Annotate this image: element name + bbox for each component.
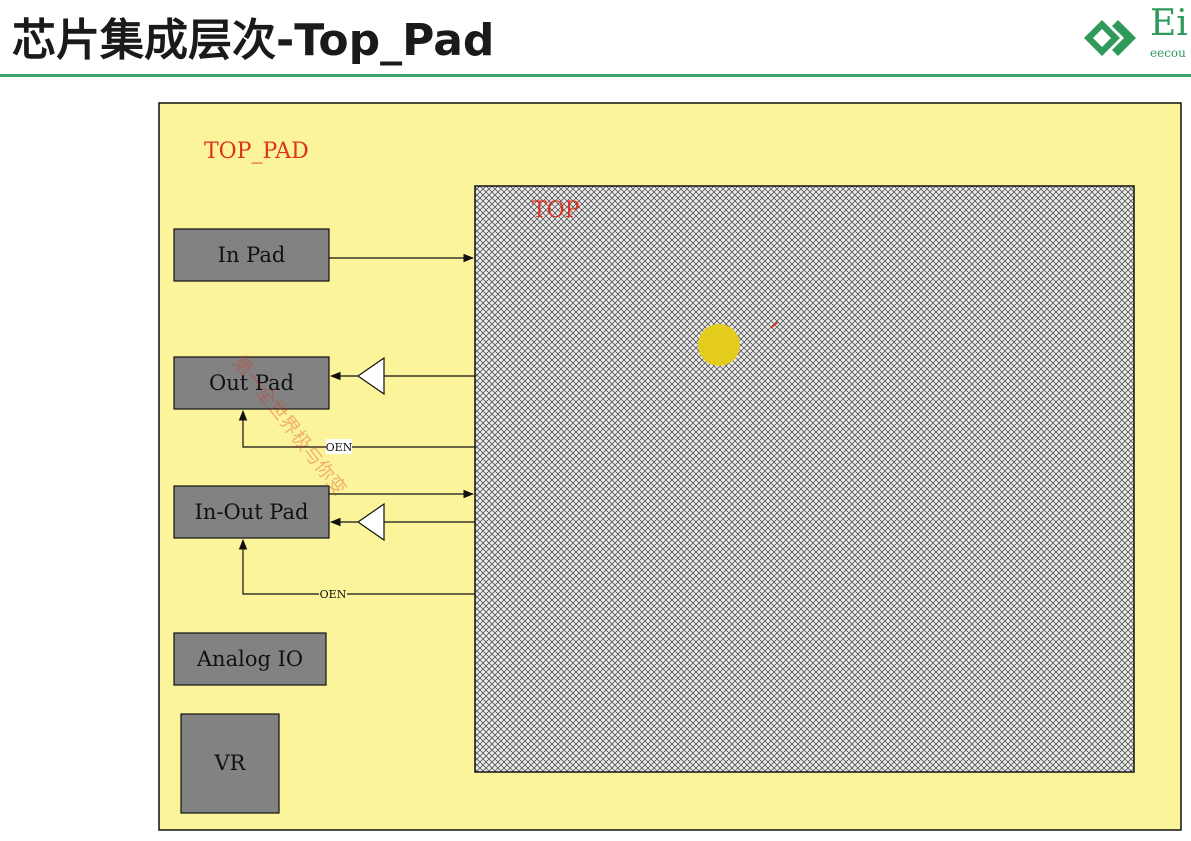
highlight-dot <box>698 324 740 366</box>
vr-block <box>180 713 280 814</box>
company-logo-icon <box>1084 20 1136 56</box>
vr-label: VR <box>214 751 247 775</box>
top-pad-label: TOP_PAD <box>204 139 309 164</box>
oen-label-bg <box>326 439 352 454</box>
analog-io-label: Analog IO <box>196 647 303 671</box>
analog-io-block <box>173 632 327 686</box>
inout-pad-label: In-Out Pad <box>195 500 309 524</box>
in-pad-block <box>173 228 330 282</box>
oen-label-bg <box>319 586 347 601</box>
out-buffer-icon <box>356 356 385 396</box>
inout-pad-block <box>173 485 330 539</box>
slide-title: 芯片集成层次-Top_Pad <box>12 15 495 66</box>
in-pad-label: In Pad <box>218 243 286 267</box>
inout-pad-oen-label: OEN <box>320 588 347 601</box>
inout-pad-oen-line <box>238 538 475 595</box>
out-pad-oen-label: OEN <box>326 441 353 454</box>
title-divider <box>0 74 1191 77</box>
out-pad-oen-line <box>238 409 475 448</box>
out-pad-block <box>173 356 330 410</box>
inout-buffer-icon <box>356 502 385 542</box>
cursor-mark-icon <box>770 321 779 329</box>
logo-subtext: eecou <box>1150 46 1186 60</box>
out-pad-label: Out Pad <box>209 371 294 395</box>
top-core-label: TOP <box>532 198 580 223</box>
logo-text: Ei <box>1150 3 1188 44</box>
top-core-block <box>474 185 1135 773</box>
